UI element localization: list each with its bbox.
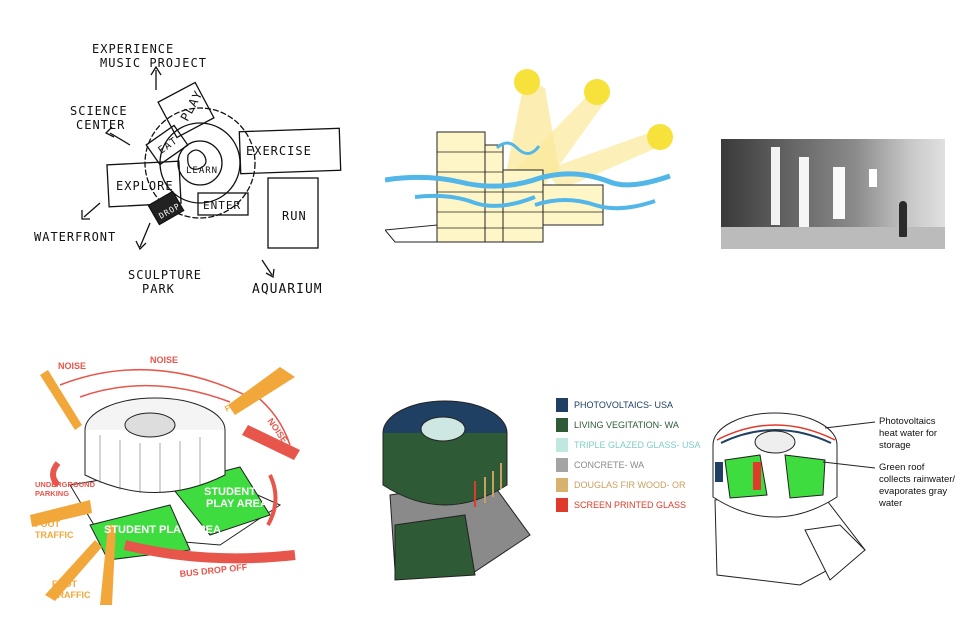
note-gr-3: evaporates gray	[879, 486, 947, 497]
sun-icon	[647, 124, 673, 150]
note-gr-1: Green roof	[879, 462, 925, 473]
label-traffic-1: TRAFFIC	[35, 530, 74, 540]
legend-item: SCREEN PRINTED GLASS	[556, 495, 706, 515]
systems-diagram: Photovoltaics heat water for storage Gre…	[705, 400, 970, 590]
label-explore: EXPLORE	[116, 179, 174, 193]
label-student-play-area: STUDENT PLAY AREA	[104, 524, 221, 536]
label-noise-2: NOISE	[150, 355, 178, 365]
window-slit	[833, 167, 845, 219]
note-gr-4: water	[878, 498, 902, 509]
label-sculpture: SCULPTURE	[128, 268, 202, 282]
legend-label: CONCRETE- WA	[574, 460, 645, 470]
window-slit	[771, 147, 780, 225]
label-foot-2: FOOT	[52, 579, 77, 589]
legend-swatch	[556, 458, 568, 472]
solar-section-diagram	[385, 60, 675, 245]
label-underground: UNDERGROUND	[35, 480, 96, 489]
interior-photo	[721, 139, 945, 249]
concept-sketch: EXPERIENCE MUSIC PROJECT SCIENCE CENTER …	[20, 35, 350, 310]
sun-icon	[584, 79, 610, 105]
legend-swatch	[556, 438, 568, 452]
label-center: CENTER	[76, 118, 125, 132]
sketch-drawing: EXPERIENCE MUSIC PROJECT SCIENCE CENTER …	[34, 42, 342, 297]
label-learn: LEARN	[186, 166, 218, 176]
legend-item: LIVING VEGITATION- WA	[556, 415, 706, 435]
legend-list: PHOTOVOLTAICS- USA LIVING VEGITATION- WA T…	[556, 395, 706, 515]
label-foot-1: FOOT	[35, 519, 60, 529]
label-bus-drop-off: BUS DROP OFF	[179, 562, 248, 579]
materials-drawing	[382, 400, 531, 581]
legend-swatch	[556, 398, 568, 412]
label-enter: ENTER	[203, 199, 241, 212]
materials-legend: PHOTOVOLTAICS- USA LIVING VEGITATION- WA T…	[556, 395, 706, 515]
label-aquarium: AQUARIUM	[252, 282, 323, 297]
note-pv-1: Photovoltaics	[879, 416, 936, 427]
label-waterfront: WATERFRONT	[34, 230, 116, 244]
label-parking: PARKING	[35, 489, 69, 498]
legend-item: CONCRETE- WA	[556, 455, 706, 475]
legend-swatch	[556, 498, 568, 512]
legend-label: TRIPLE GLAZED GLASS- USA	[574, 440, 701, 450]
note-pv-2: heat water for	[879, 428, 937, 439]
floor	[721, 227, 945, 249]
site-analysis-diagram: NOISE NOISE NOISE FOOT TRAFFIC UNDERGROU…	[30, 355, 310, 610]
legend-label: SCREEN PRINTED GLASS	[574, 500, 687, 510]
legend-item: DOUGLAS FIR WOOD- OR	[556, 475, 706, 495]
legend-swatch	[556, 418, 568, 432]
label-park: PARK	[142, 282, 175, 296]
label-student: STUDENT	[204, 486, 256, 498]
legend-label: DOUGLAS FIR WOOD- OR	[574, 480, 686, 490]
materials-diagram	[375, 385, 555, 585]
label-experience: EXPERIENCE	[92, 42, 174, 56]
label-play-area: PLAY AREA	[206, 498, 268, 510]
label-noise-1: NOISE	[58, 361, 86, 371]
label-foot-traffic-top: FOOT TRAFFIC	[223, 380, 280, 413]
person-figure	[899, 201, 907, 237]
window-slit	[869, 169, 877, 187]
legend-label: LIVING VEGITATION- WA	[574, 420, 679, 430]
label-traffic-2: TRAFFIC	[52, 590, 91, 600]
systems-drawing: Photovoltaics heat water for storage Gre…	[712, 412, 955, 586]
section-drawing	[385, 69, 673, 243]
label-music-project: MUSIC PROJECT	[100, 56, 207, 70]
legend-label: PHOTOVOLTAICS- USA	[574, 400, 674, 410]
label-science: SCIENCE	[70, 104, 128, 118]
label-exercise: EXERCISE	[246, 144, 312, 158]
label-run: RUN	[282, 209, 307, 223]
legend-swatch	[556, 478, 568, 492]
label-play: PLAY	[178, 88, 206, 124]
note-pv-3: storage	[879, 440, 911, 451]
play-area-left	[89, 504, 191, 561]
site-drawing: NOISE NOISE NOISE FOOT TRAFFIC UNDERGROU…	[30, 355, 300, 605]
legend-item: TRIPLE GLAZED GLASS- USA	[556, 435, 706, 455]
sun-icon	[514, 69, 540, 95]
legend-item: PHOTOVOLTAICS- USA	[556, 395, 706, 415]
window-slit	[799, 157, 809, 227]
note-gr-2: collects rainwater/	[879, 474, 955, 485]
